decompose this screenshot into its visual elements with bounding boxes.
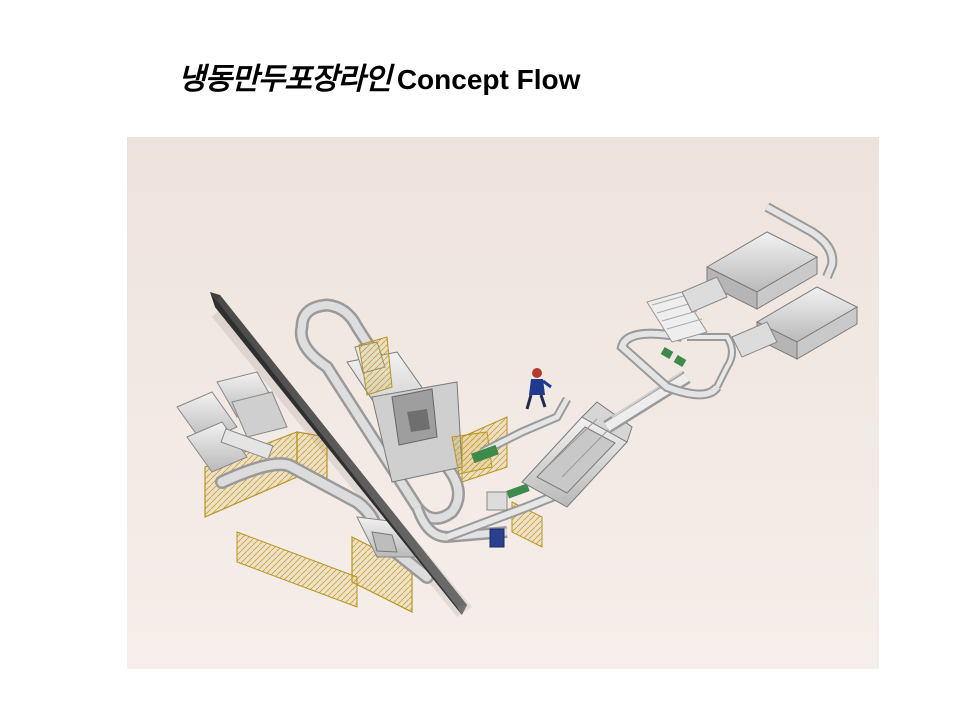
main-packaging-machine (346, 336, 493, 483)
green-module-1 (471, 444, 499, 464)
stair-platform (646, 291, 708, 367)
central-oval-conveyor (294, 298, 508, 544)
operator-figure (525, 368, 552, 410)
title-english: Concept Flow (396, 64, 581, 95)
case-packer (356, 516, 418, 558)
packaging-line-illustration (176, 202, 859, 617)
green-module-2 (506, 483, 530, 499)
control-box (486, 491, 508, 548)
incline-conveyor (603, 371, 691, 433)
upper-right-conveyor (616, 202, 838, 400)
upper-right-machines (681, 231, 859, 360)
partition-wall (210, 292, 467, 615)
flow-wrapper (521, 401, 633, 508)
title-korean: 냉동만두포장라인 (178, 62, 392, 97)
line-rendering (127, 137, 879, 669)
infeed-machines (176, 371, 288, 473)
